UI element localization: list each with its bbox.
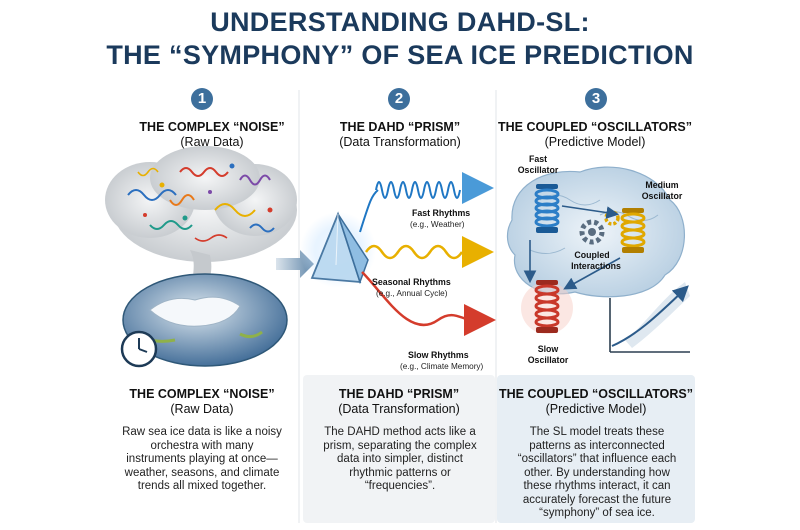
seasonal-rhythm-label: Seasonal Rhythms: [372, 277, 451, 287]
step-1-bottom-subheading: (Raw Data): [170, 402, 234, 416]
step-1-badge: 1: [191, 88, 213, 110]
step-1-bottom-title: THE COMPLEX “NOISE” (Raw Data): [102, 387, 302, 417]
clock-icon: [120, 330, 158, 368]
coupling-arrow-medium-slow: [563, 257, 621, 290]
seasonal-rhythm-example: (e.g., Annual Cycle): [376, 289, 448, 298]
coupled-interactions-label-1: Coupled: [574, 250, 609, 260]
step-2-bottom-heading: THE DAHD “PRISM”: [338, 387, 460, 401]
slow-rhythm-label: Slow Rhythms: [408, 350, 469, 360]
title-line-1: UNDERSTANDING DAHD-SL:: [210, 7, 590, 37]
medium-oscillator-label-1: Medium: [645, 180, 678, 190]
page-title: UNDERSTANDING DAHD-SL: THE “SYMPHONY” OF…: [0, 6, 800, 72]
step-1-panel: [104, 375, 296, 523]
step-1-description: Raw sea ice data is like a noisy orchest…: [122, 426, 282, 492]
step-3-badge: 3: [585, 88, 607, 110]
seasonal-rhythm-wave: [364, 244, 464, 260]
fast-oscillator-label-1: Fast: [529, 154, 547, 164]
forecast-chart-icon: [609, 282, 690, 353]
noise-cloud: [105, 146, 297, 262]
slow-rhythm-example: (e.g., Climate Memory): [400, 362, 484, 371]
slow-oscillator-icon: [521, 280, 573, 334]
fast-rhythm-beam: [359, 189, 379, 233]
step-3-bottom-heading: THE COUPLED “OSCILLATORS”: [499, 387, 693, 401]
slow-oscillator-label-1: Slow: [538, 344, 559, 354]
step-2-description: The DAHD method acts like a prism, separ…: [323, 426, 477, 492]
step-3-bottom-title: THE COUPLED “OSCILLATORS” (Predictive Mo…: [494, 387, 698, 417]
globe-icon: [122, 273, 288, 367]
fast-oscillator-icon: [534, 184, 560, 233]
step-3-panel: [497, 375, 695, 523]
slow-oscillator-label-2: Oscillator: [528, 355, 569, 365]
coupled-interactions-label-2: Interactions: [571, 261, 621, 271]
step-1-subheading: (Raw Data): [180, 135, 244, 149]
coupling-arrow-fast-medium: [561, 205, 620, 219]
prism-icon: [310, 211, 369, 285]
step-2-panel: [303, 375, 495, 523]
fast-oscillator-label-2: Oscillator: [518, 165, 559, 175]
step-2-subheading: (Data Transformation): [339, 135, 461, 149]
step-1-header: THE COMPLEX “NOISE” (Raw Data): [102, 120, 322, 150]
step-3-description: The SL model treats these patterns as in…: [517, 426, 677, 519]
step-3-header: THE COUPLED “OSCILLATORS” (Predictive Mo…: [488, 120, 702, 150]
step-2-badge: 2: [388, 88, 410, 110]
medium-oscillator-label-2: Oscillator: [642, 191, 683, 201]
step-1-heading: THE COMPLEX “NOISE”: [139, 120, 285, 134]
step-2-heading: THE DAHD “PRISM”: [339, 120, 461, 134]
step-2-header: THE DAHD “PRISM” (Data Transformation): [300, 120, 500, 150]
step-3-heading: THE COUPLED “OSCILLATORS”: [498, 120, 692, 134]
step-1-bottom-heading: THE COMPLEX “NOISE”: [129, 387, 275, 401]
fast-rhythm-label: Fast Rhythms: [412, 208, 470, 218]
fast-rhythm-example: (e.g., Weather): [410, 220, 465, 229]
step-3-bottom-subheading: (Predictive Model): [545, 402, 647, 416]
step-2-bottom-title: THE DAHD “PRISM” (Data Transformation): [300, 387, 498, 417]
slow-rhythm-wave: [361, 271, 471, 327]
medium-oscillator-icon: [620, 208, 646, 253]
step-3-subheading: (Predictive Model): [544, 135, 646, 149]
title-line-2: THE “SYMPHONY” OF SEA ICE PREDICTION: [106, 40, 694, 70]
fast-rhythm-wave: [375, 181, 461, 199]
step-2-bottom-subheading: (Data Transformation): [338, 402, 460, 416]
